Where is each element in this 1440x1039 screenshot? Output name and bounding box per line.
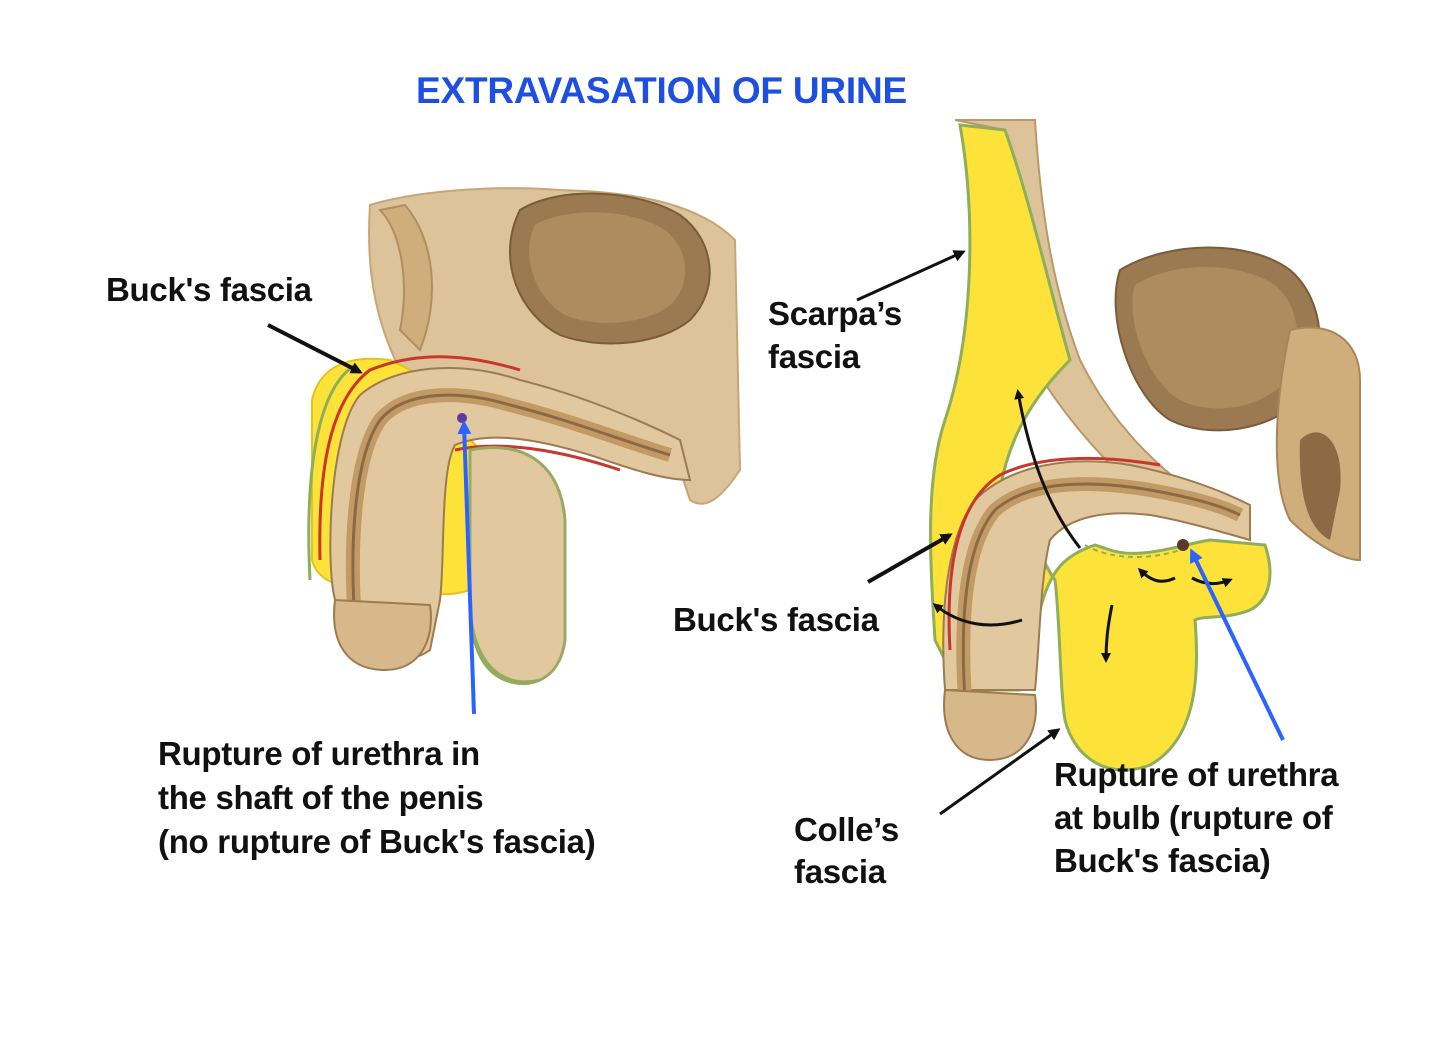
label-rupture-shaft-line3: (no rupture of Buck's fascia) xyxy=(158,823,596,860)
pointer-scarpas xyxy=(856,250,966,302)
flow-arrow-left xyxy=(1137,567,1176,583)
label-rupture-shaft-line1: Rupture of urethra in xyxy=(158,735,480,772)
label-scarpas-line1: Scarpa’s xyxy=(768,295,902,332)
diagram-title: EXTRAVASATION OF URINE xyxy=(416,70,907,111)
flow-arrow-right xyxy=(1191,576,1233,588)
label-colles-line2: fascia xyxy=(794,853,886,890)
label-rupture-bulb-line2: at bulb (rupture of xyxy=(1054,799,1333,836)
right-anatomy xyxy=(929,119,1361,772)
pointer-rupture-right xyxy=(1190,548,1285,741)
pointer-colles xyxy=(939,728,1061,816)
label-bucks-fascia-left: Buck's fascia xyxy=(106,271,312,308)
pointer-bucks-left xyxy=(267,323,363,374)
pointer-rupture-left xyxy=(457,420,476,715)
label-bucks-fascia-right: Buck's fascia xyxy=(673,601,879,638)
label-rupture-bulb-line1: Rupture of urethra xyxy=(1054,756,1339,793)
flow-arrow-shaft xyxy=(932,603,1023,627)
label-rupture-shaft-line2: the shaft of the penis xyxy=(158,779,484,816)
flow-arrow-up xyxy=(1014,389,1082,549)
flow-arrow-scrotum xyxy=(1101,604,1114,663)
label-rupture-bulb-line3: Buck's fascia) xyxy=(1054,842,1271,879)
pointer-bucks-right xyxy=(867,533,953,584)
left-penis-shaft xyxy=(329,367,692,663)
label-scarpas-line2: fascia xyxy=(768,338,860,375)
left-scrotum xyxy=(468,446,567,686)
label-colles-line1: Colle’s xyxy=(794,811,899,848)
